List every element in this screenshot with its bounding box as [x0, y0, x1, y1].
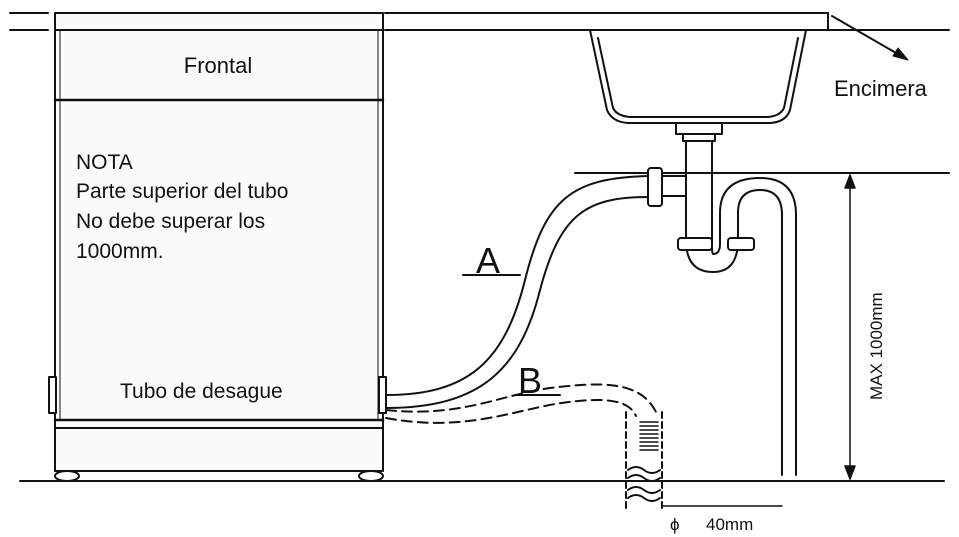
sink-trap [647, 140, 797, 476]
drain-hose-a [385, 175, 649, 409]
dishwasher [48, 12, 387, 472]
nota-line-3: 1000mm. [76, 240, 164, 263]
hose-a-label: A [476, 240, 500, 281]
floor-drain-pipe [625, 411, 663, 509]
encimera-arrow [831, 15, 909, 61]
tubo-desague-label: Tubo de desague [120, 380, 283, 403]
diameter-label: 40mm [706, 515, 753, 534]
encimera-label: Encimera [834, 76, 928, 101]
nota-line-1: Parte superior del tubo [76, 180, 288, 203]
nota-title: NOTA [76, 151, 133, 174]
max-height-label: MAX 1000mm [867, 292, 886, 400]
dishwasher-feet [54, 470, 384, 482]
max-dimension [844, 174, 856, 480]
hose-b-end [639, 421, 659, 451]
frontal-label: Frontal [184, 53, 252, 78]
drain-hose-b [385, 383, 657, 424]
sink-basin [589, 29, 807, 142]
nota-line-2: No debe superar los [76, 210, 265, 233]
phi-symbol: ϕ [670, 515, 680, 534]
hose-b-label: B [518, 360, 542, 401]
